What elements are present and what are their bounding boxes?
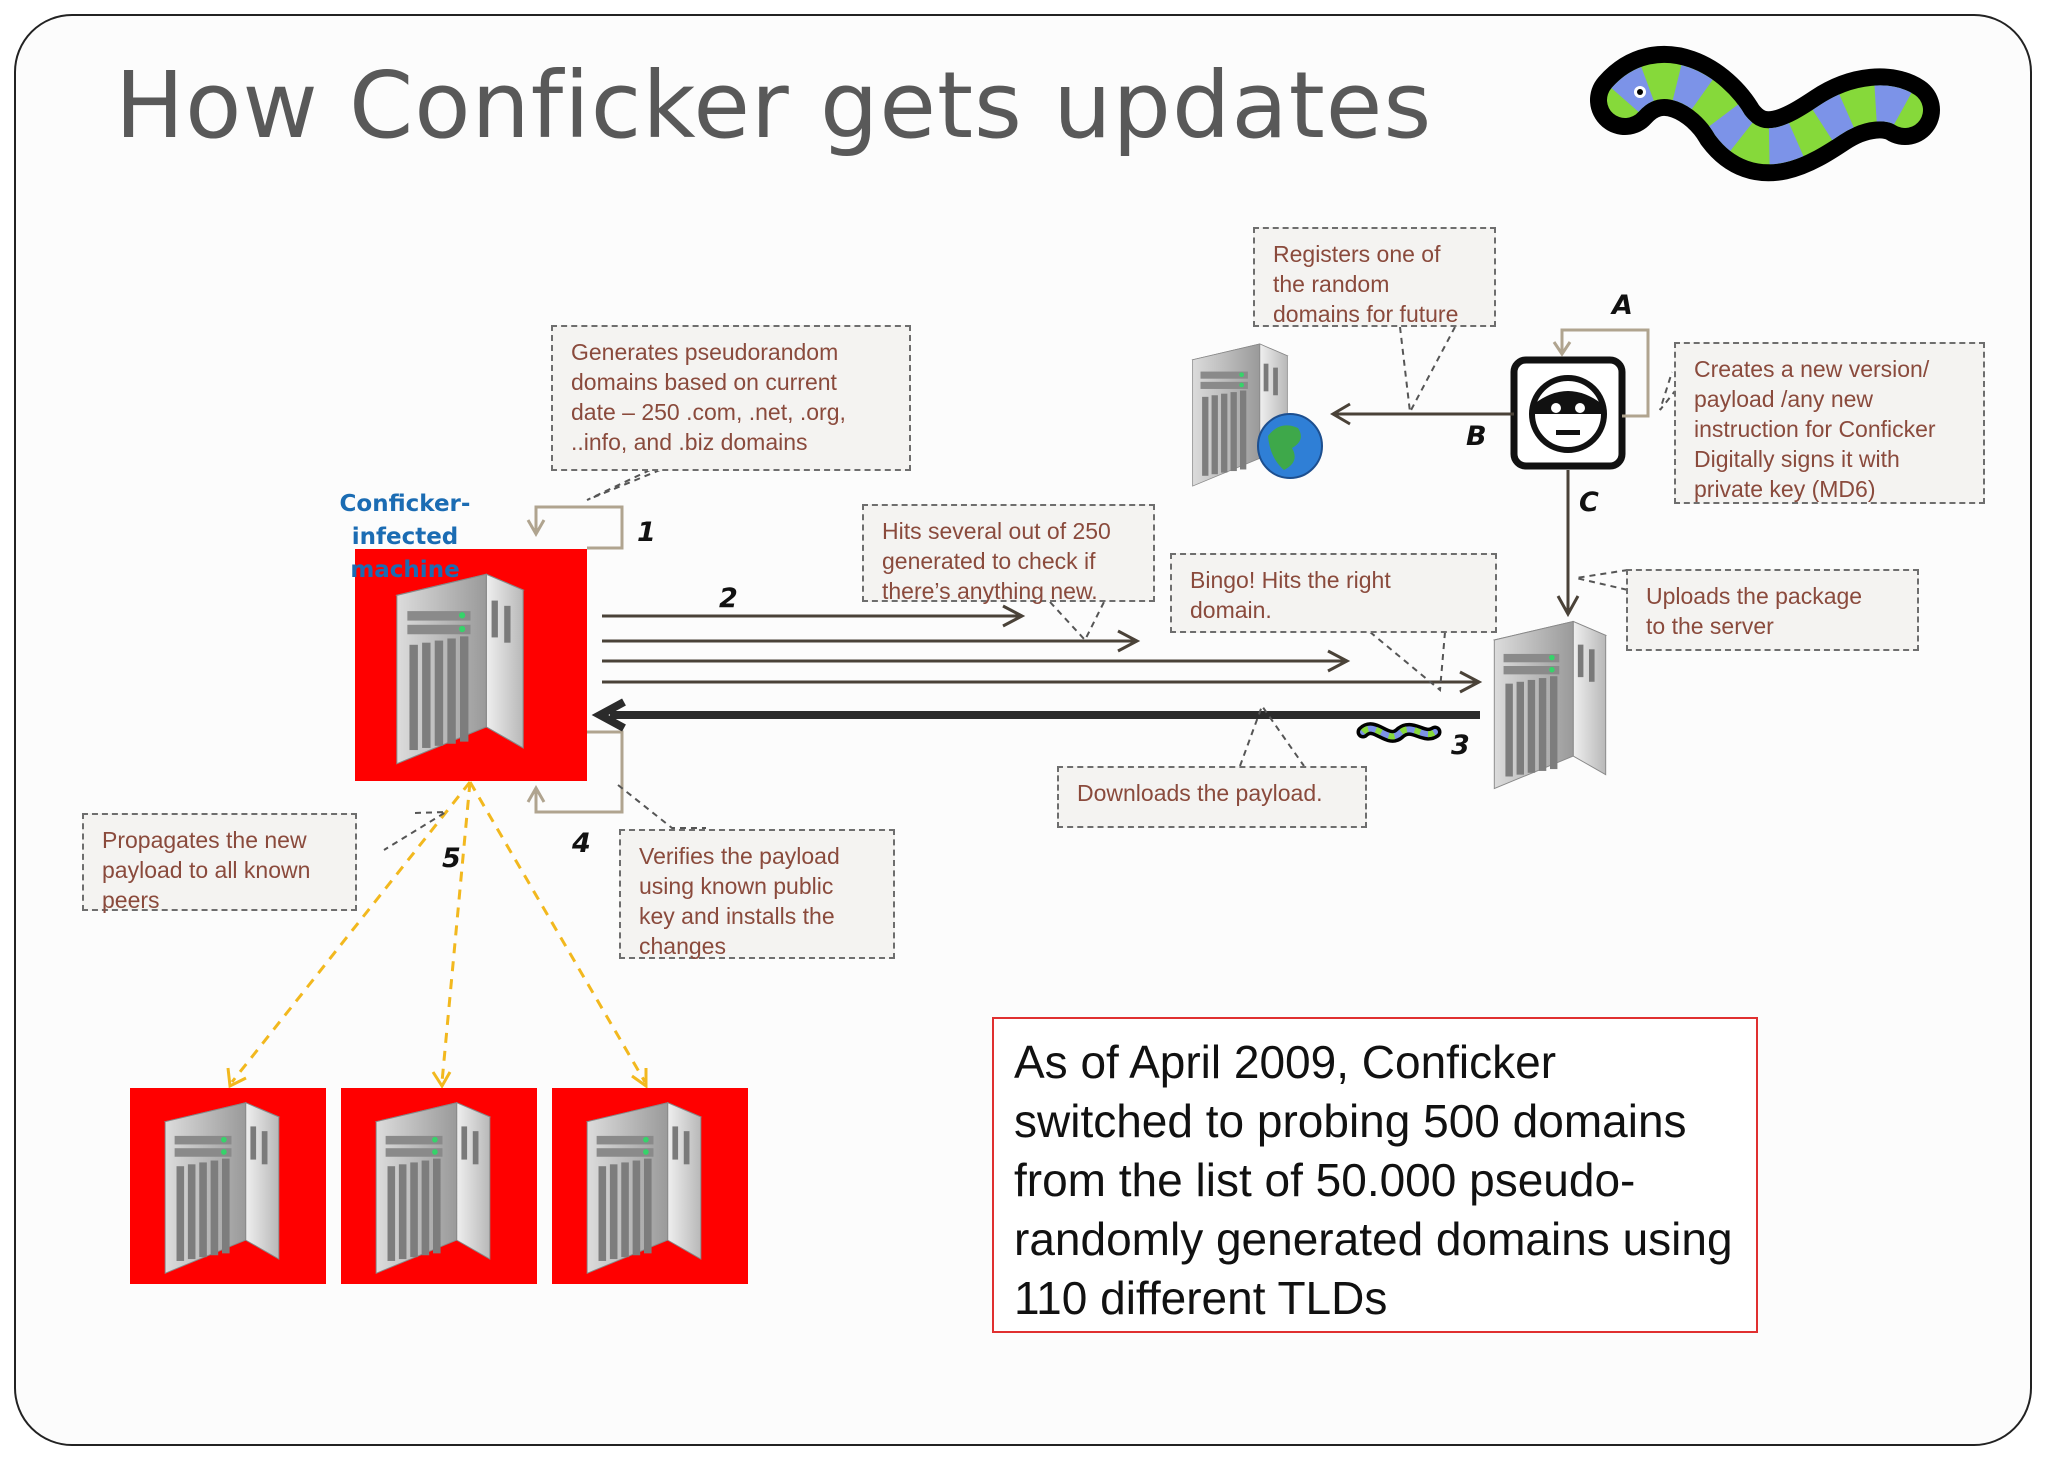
download-arrow xyxy=(591,698,1480,732)
small-worm-icon xyxy=(1356,722,1442,743)
callout-verifies: Verifies the payload using known public … xyxy=(619,829,895,959)
server-icon xyxy=(375,1102,491,1274)
step-a-label: A xyxy=(1612,290,1633,321)
loop-1 xyxy=(526,505,624,550)
step-3-label: 3 xyxy=(1451,730,1470,761)
server-icon xyxy=(164,1102,280,1274)
step-5-label: 5 xyxy=(442,843,461,874)
callout-creates: Creates a new version/ payload /any new … xyxy=(1674,342,1985,504)
loop-a xyxy=(1552,328,1650,418)
propagate-arrows xyxy=(230,781,647,1083)
callout-hits: Hits several out of 250 generated to che… xyxy=(862,504,1155,604)
arrow-c xyxy=(1556,470,1580,618)
server-icon xyxy=(586,1102,702,1274)
peer-machine xyxy=(130,1088,326,1284)
peer-machine xyxy=(341,1088,537,1284)
callout-pointers xyxy=(383,326,1691,851)
step-2-label: 2 xyxy=(719,583,738,614)
note-box: As of April 2009, Conficker switched to … xyxy=(992,1017,1758,1333)
callout-propagates: Propagates the new payload to all known … xyxy=(82,813,357,913)
hacker-icon xyxy=(1510,356,1626,470)
step-4-label: 4 xyxy=(572,828,591,859)
page-title: How Conficker gets updates xyxy=(115,52,1433,159)
probe-arrows xyxy=(602,604,1483,694)
loop-4 xyxy=(526,730,624,814)
globe-server-icon xyxy=(1192,343,1323,487)
step-1-label: 1 xyxy=(637,517,656,548)
callout-registers: Registers one of the random domains for … xyxy=(1253,227,1496,327)
infected-machine-label: Conficker-infected machine xyxy=(339,491,471,583)
callout-downloads: Downloads the payload. xyxy=(1057,766,1367,828)
peer-machine xyxy=(552,1088,748,1284)
arrow-b xyxy=(1330,402,1514,426)
propagate-arrowheads xyxy=(226,1067,648,1089)
server-icon xyxy=(1493,620,1607,790)
callout-uploads: Uploads the package to the server xyxy=(1626,569,1919,651)
callout-bingo: Bingo! Hits the right domain. xyxy=(1170,553,1497,633)
step-c-label: C xyxy=(1579,487,1599,518)
callout-generate: Generates pseudorandom domains based on … xyxy=(551,325,911,471)
worm-icon xyxy=(1590,46,1940,182)
infected-machine xyxy=(355,549,587,781)
step-b-label: B xyxy=(1466,421,1487,452)
